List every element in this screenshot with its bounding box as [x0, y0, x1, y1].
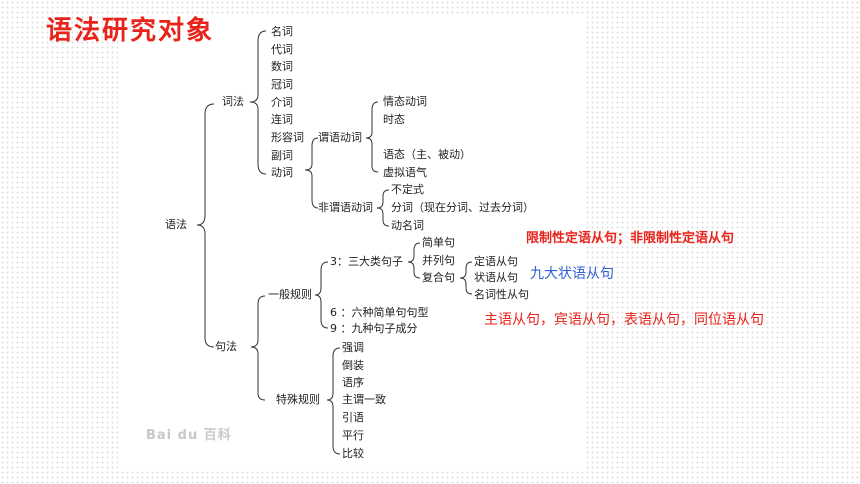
cifa-item: 副词 — [271, 149, 293, 162]
teshu-guize-node: 特殊规则 — [276, 393, 320, 406]
cifa-node: 词法 — [222, 95, 244, 108]
diagram-panel — [118, 14, 586, 470]
feiweiyu-dongci-node: 非谓语动词 — [318, 201, 373, 214]
teshu-item: 平行 — [342, 429, 364, 442]
fuhe-item: 名词性从句 — [474, 288, 529, 301]
annotation-mingci: 主语从句，宾语从句，表语从句，同位语从句 — [484, 312, 764, 328]
cifa-item: 连词 — [271, 113, 293, 126]
fuhe-item: 状语从句 — [474, 271, 518, 284]
cifa-item: 介词 — [271, 96, 293, 109]
teshu-item: 强调 — [342, 341, 364, 354]
fuhe-item: 定语从句 — [474, 255, 518, 268]
feiweiyu-item: 不定式 — [391, 183, 424, 196]
teshu-item: 引语 — [342, 411, 364, 424]
cifa-item-dongci: 动词 — [271, 166, 293, 179]
baidu-watermark: Bai du 百科 — [146, 428, 232, 443]
teshu-item: 比较 — [342, 447, 364, 460]
sanda-item: 简单句 — [422, 236, 455, 249]
weiyu-item: 虚拟语气 — [383, 166, 427, 179]
teshu-item: 语序 — [342, 376, 364, 389]
cifa-item: 数词 — [271, 60, 293, 73]
annotation-dingyu: 限制性定语从句；非限制性定语从句 — [526, 231, 735, 246]
sanda-item: 并列句 — [422, 254, 455, 267]
cifa-item: 形容词 — [271, 131, 304, 144]
teshu-item: 主谓一致 — [342, 393, 386, 406]
cifa-item: 冠词 — [271, 78, 293, 91]
weiyu-item: 时态 — [383, 113, 405, 126]
cifa-item: 名词 — [271, 25, 293, 38]
liuzhong-node: 6 ：六种简单句句型 — [330, 306, 429, 319]
weiyu-dongci-node: 谓语动词 — [318, 131, 362, 144]
feiweiyu-item: 动名词 — [391, 219, 424, 232]
feiweiyu-item: 分词（现在分词、过去分词） — [391, 201, 534, 214]
weiyu-item: 情态动词 — [383, 95, 427, 108]
root-node: 语法 — [165, 218, 187, 231]
weiyu-item: 语态（主、被动） — [383, 148, 471, 161]
page-title: 语法研究对象 — [46, 16, 215, 46]
cifa-item: 代词 — [271, 43, 293, 56]
jufa-node: 句法 — [215, 340, 237, 353]
sanda-item-fuhe: 复合句 — [422, 271, 455, 284]
jiuzhong-node: 9 ：九种句子成分 — [330, 322, 418, 335]
annotation-zhuangyu: 九大状语从句 — [530, 266, 614, 282]
yiban-guize-node: 一般规则 — [268, 288, 312, 301]
sanda-node: 3：三大类句子 — [330, 255, 403, 268]
teshu-item: 倒装 — [342, 359, 364, 372]
